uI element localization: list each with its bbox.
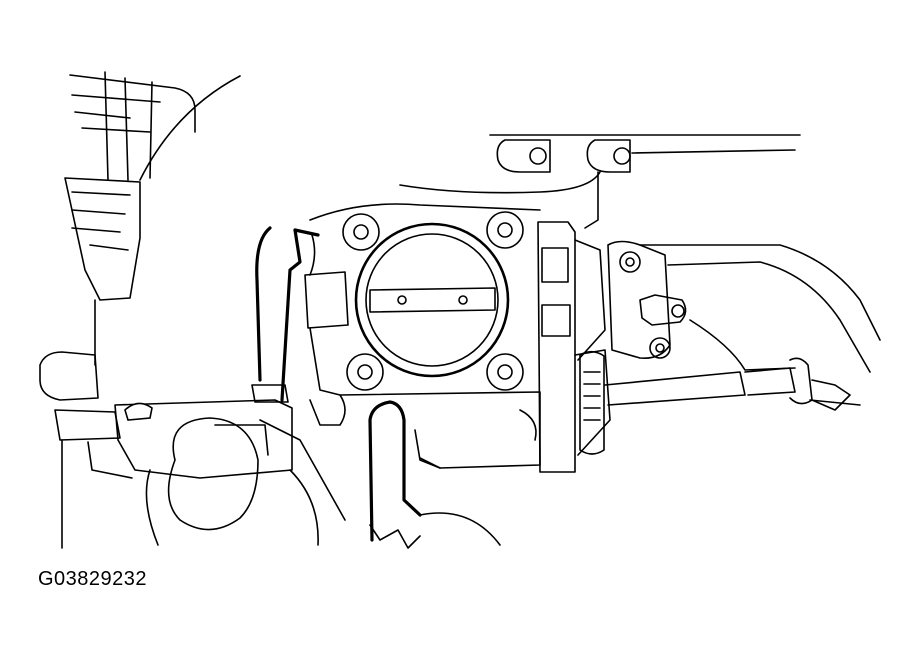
throttle-body-housing	[304, 203, 541, 469]
throttle-bore	[354, 222, 510, 378]
right-hoses	[604, 244, 881, 411]
intake-plenum	[39, 71, 241, 549]
lower-flange	[114, 399, 346, 546]
sensor-harness	[251, 226, 320, 403]
vacuum-hose	[368, 400, 501, 549]
throttle-bolts	[342, 211, 524, 391]
throttle-actuator	[537, 221, 611, 473]
figure-code: G03829232	[38, 568, 148, 590]
upper-fittings	[399, 134, 801, 229]
egr-bracket	[607, 240, 687, 360]
